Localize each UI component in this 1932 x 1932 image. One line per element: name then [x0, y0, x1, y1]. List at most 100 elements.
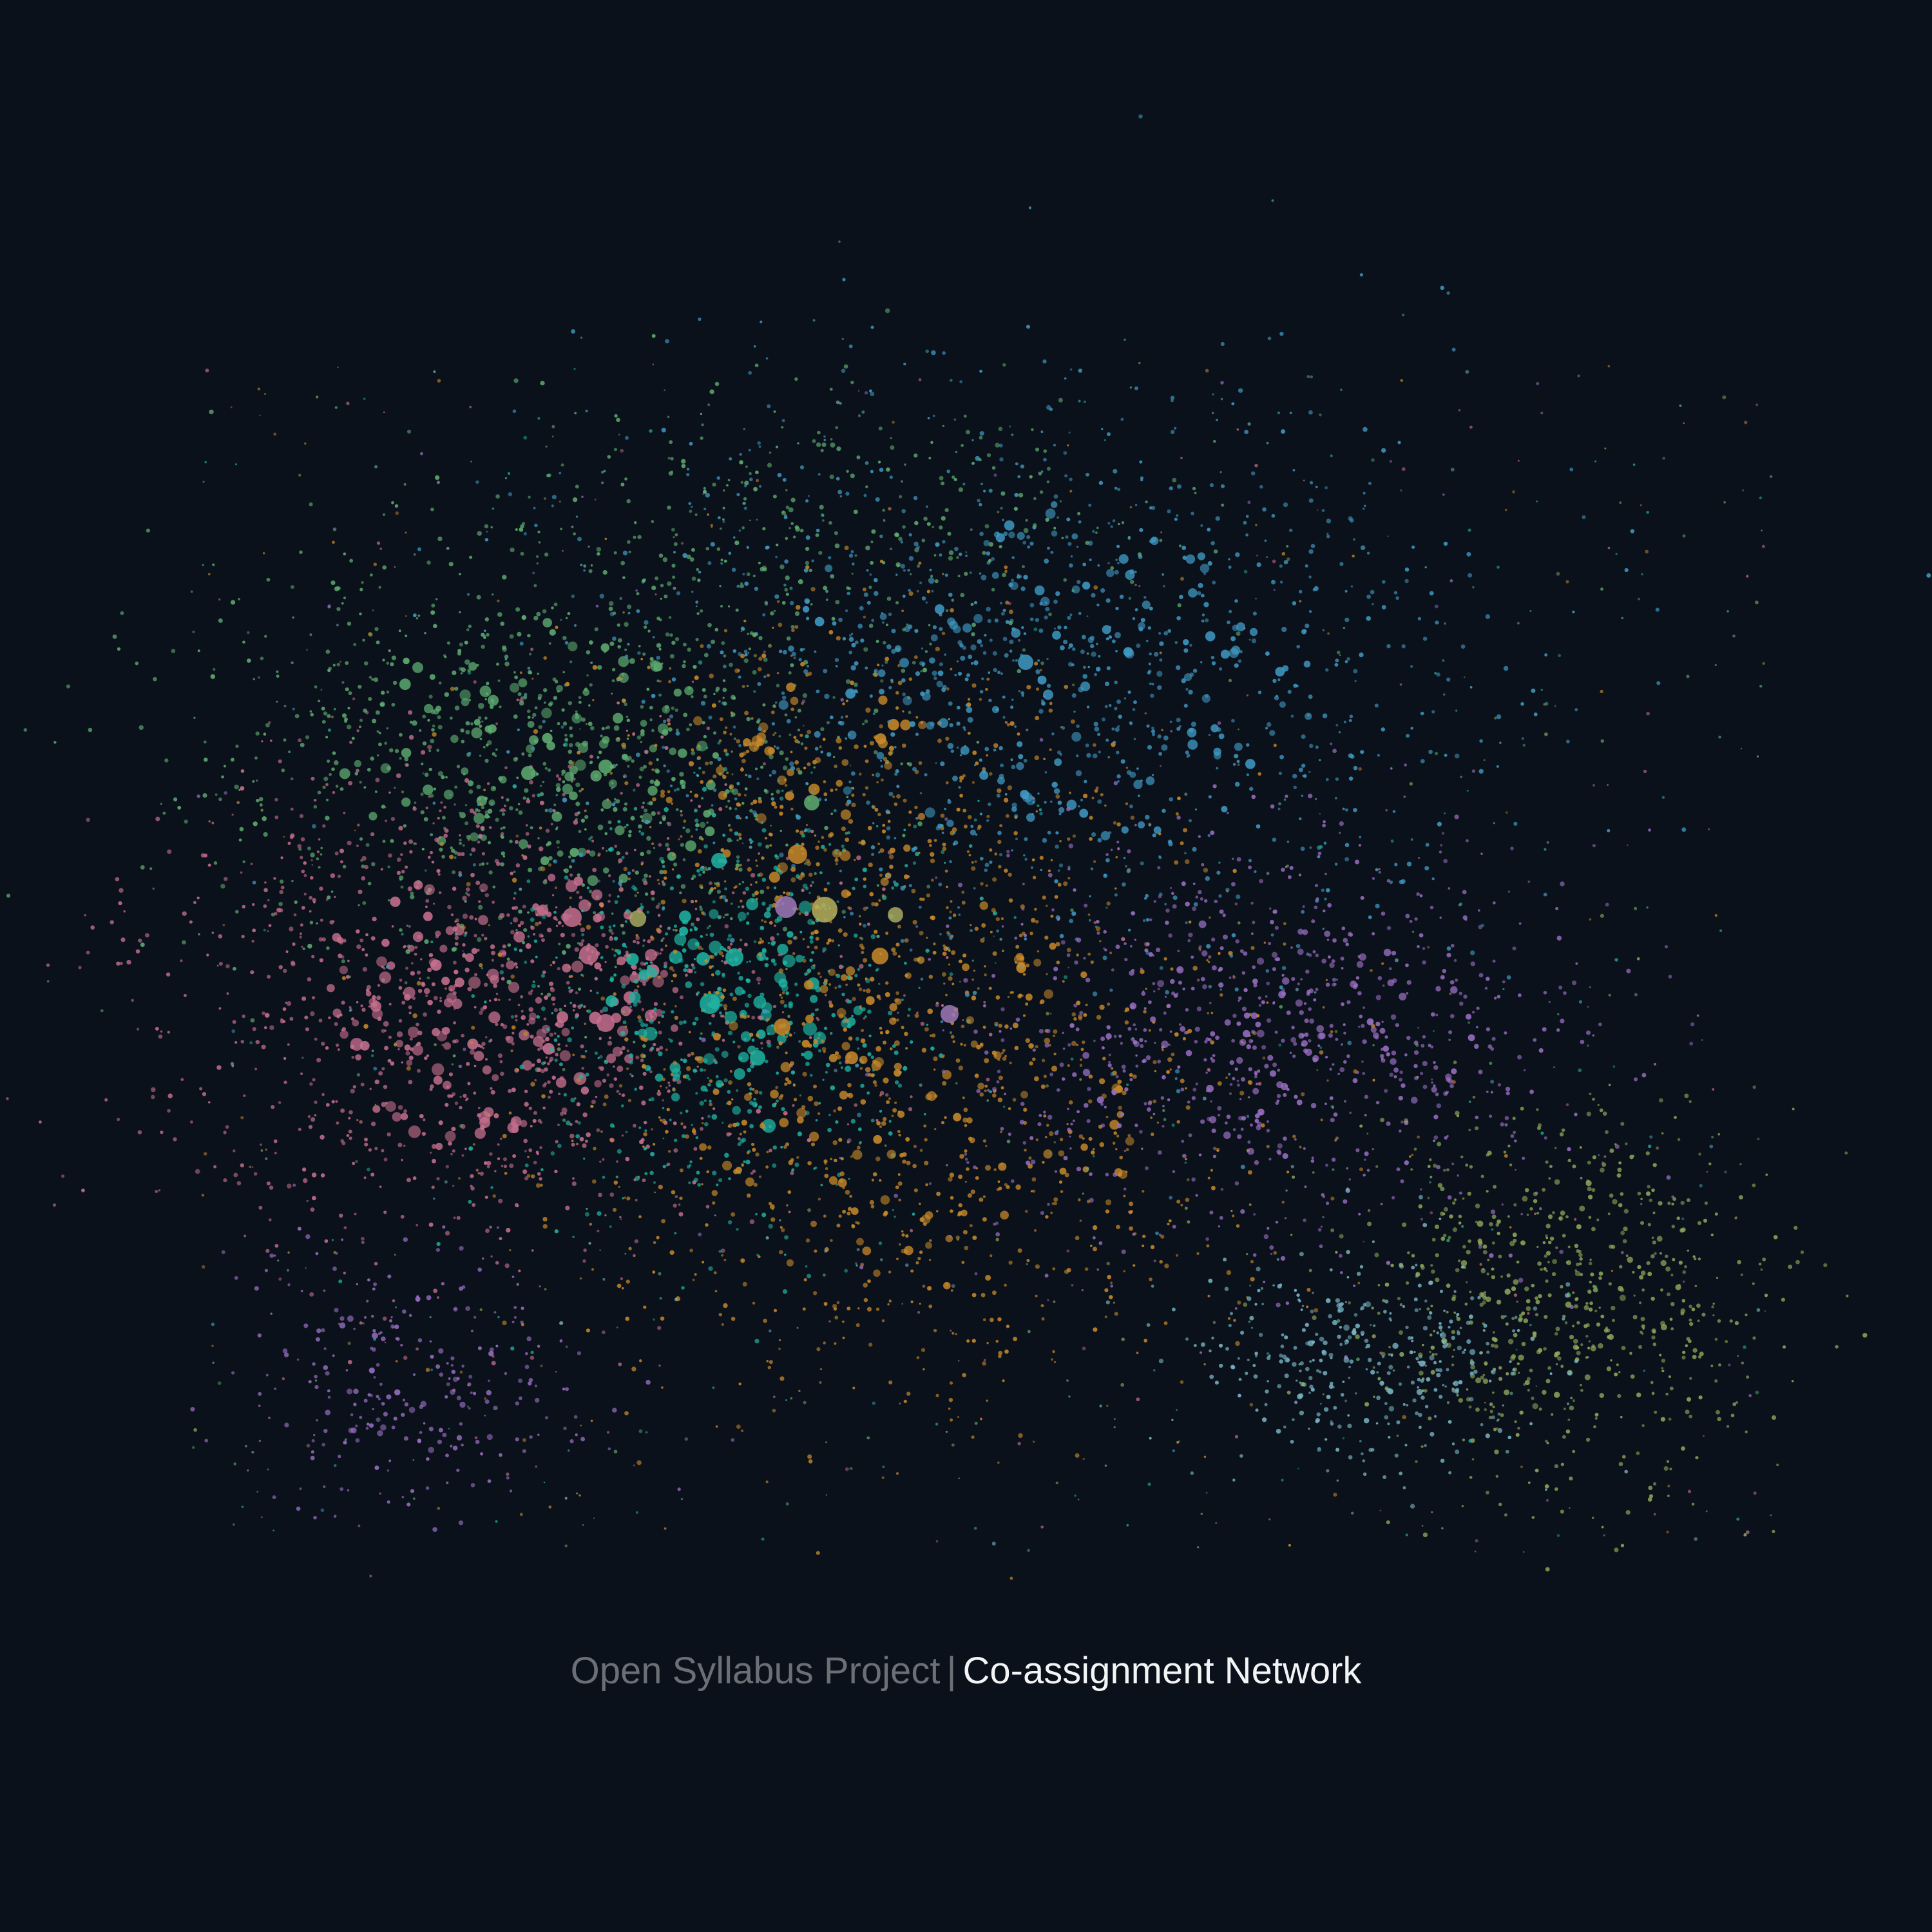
network-node [539, 827, 542, 830]
network-node [381, 702, 385, 706]
network-node [660, 970, 668, 978]
network-node [622, 576, 626, 579]
network-node [287, 1043, 290, 1046]
network-node [614, 900, 618, 904]
network-node [640, 729, 645, 734]
network-node [459, 839, 462, 841]
network-node [439, 847, 443, 852]
network-node [809, 939, 814, 944]
network-node [1049, 748, 1052, 751]
network-node [613, 924, 616, 928]
network-node [495, 1022, 499, 1026]
network-node [1176, 1120, 1180, 1124]
network-node [609, 846, 614, 852]
network-node [497, 952, 502, 957]
network-node [162, 811, 166, 815]
network-node [946, 885, 948, 888]
network-node [250, 1018, 255, 1023]
network-node [604, 832, 608, 836]
network-node [457, 852, 461, 857]
network-node [980, 644, 984, 647]
network-node [985, 1274, 991, 1281]
network-node [1174, 860, 1179, 865]
network-node [784, 559, 789, 564]
network-node [483, 636, 486, 640]
network-node [805, 886, 809, 890]
network-node [683, 968, 687, 973]
network-node [581, 909, 584, 913]
network-node [736, 855, 740, 859]
network-node [437, 770, 444, 777]
network-node [1125, 802, 1129, 805]
network-node [450, 686, 455, 691]
network-node [600, 996, 605, 1001]
network-node [866, 1091, 870, 1095]
network-node [876, 994, 881, 999]
network-node [729, 1070, 732, 1073]
network-node [1162, 1049, 1164, 1051]
network-node [630, 965, 634, 968]
network-node [1041, 1317, 1045, 1321]
network-node [526, 1023, 530, 1026]
network-node [368, 1005, 371, 1008]
network-node [1093, 1148, 1095, 1151]
network-node [240, 1040, 245, 1044]
network-node [659, 924, 662, 928]
network-node [727, 946, 731, 950]
network-node [763, 657, 768, 662]
network-node [565, 682, 570, 687]
network-node [588, 889, 593, 894]
network-node [534, 1078, 537, 1082]
network-node [286, 1001, 292, 1006]
network-node [712, 752, 720, 759]
network-node [895, 1185, 899, 1190]
network-node [778, 622, 783, 627]
network-node [890, 548, 892, 551]
network-node [446, 641, 450, 645]
network-node [765, 957, 769, 961]
network-node [772, 1163, 777, 1168]
network-node [495, 1261, 499, 1265]
network-node [868, 1034, 872, 1038]
network-node [900, 719, 911, 731]
network-node [865, 1067, 871, 1073]
network-node [945, 956, 949, 959]
network-node [662, 1165, 666, 1169]
network-node [859, 923, 862, 926]
network-node [804, 746, 808, 750]
network-node [732, 1105, 741, 1115]
network-node [1237, 1300, 1241, 1305]
network-node [872, 1172, 877, 1177]
network-node [794, 1162, 799, 1167]
network-node [632, 1124, 636, 1128]
network-node [528, 991, 533, 995]
network-node [796, 993, 799, 997]
network-node [406, 1066, 411, 1071]
network-node [661, 1015, 665, 1019]
network-node [799, 830, 804, 835]
network-node [543, 1017, 547, 1021]
network-node [681, 1286, 685, 1290]
network-node [433, 1288, 437, 1294]
network-node [453, 1008, 456, 1010]
network-node [167, 1109, 171, 1113]
network-node [445, 987, 447, 990]
network-node [322, 824, 326, 828]
network-node [968, 844, 973, 848]
network-node [1210, 1011, 1214, 1015]
network-node [52, 1203, 56, 1207]
network-node [794, 760, 799, 765]
network-node [513, 897, 516, 900]
network-node [950, 1196, 954, 1200]
network-node [1386, 644, 1391, 649]
network-node [727, 1125, 731, 1128]
network-node [1151, 774, 1154, 776]
network-node [493, 787, 495, 789]
network-node [488, 999, 492, 1002]
network-node [671, 1093, 680, 1102]
network-node [1630, 529, 1635, 533]
network-node [895, 942, 900, 947]
network-node [547, 768, 551, 772]
network-node [700, 700, 706, 706]
network-node [785, 757, 789, 761]
